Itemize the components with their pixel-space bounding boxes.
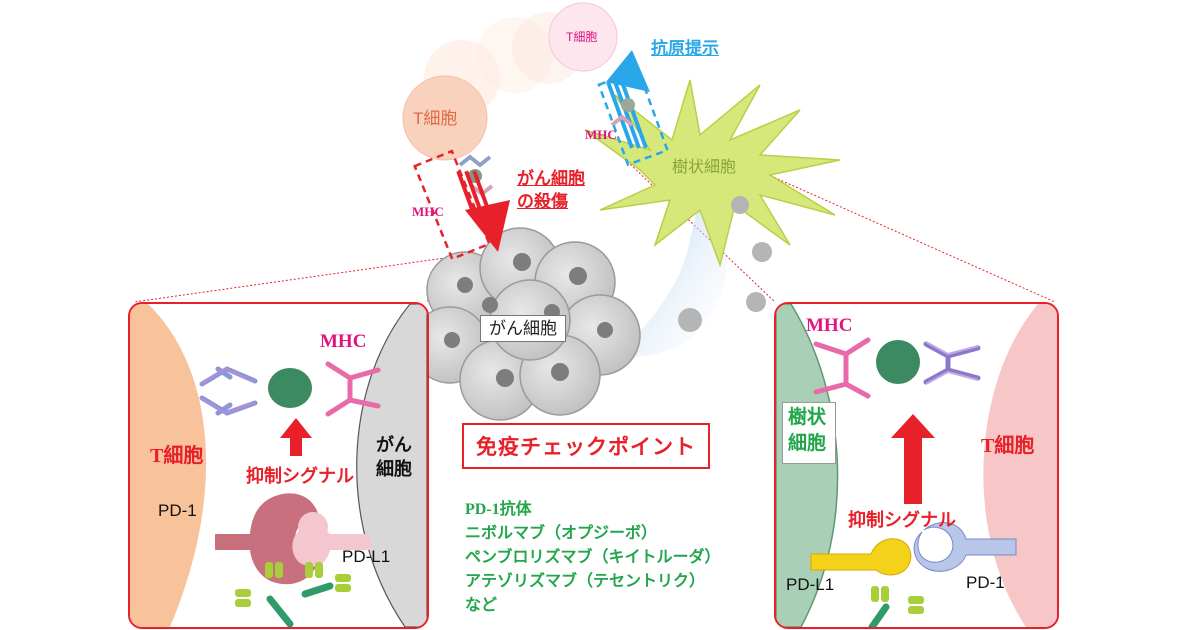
right-panel-graphics bbox=[776, 304, 1057, 627]
zoom-line-right-b bbox=[689, 139, 1056, 303]
drug-item: ペンブロリズマブ（キイトルーダ） bbox=[465, 549, 721, 566]
antigen-presentation-label: 抗原提示 bbox=[651, 39, 719, 58]
right-inhibit-signal-label: 抑制シグナル bbox=[848, 510, 956, 530]
t-cell-body-left bbox=[130, 304, 207, 627]
right-dendritic-label-line2: 細胞 bbox=[788, 433, 827, 454]
left-mhc-label: MHC bbox=[320, 331, 367, 352]
dendritic-cell-body-right bbox=[776, 304, 839, 627]
right-pd1-label: PD-1 bbox=[966, 573, 1005, 592]
right-mhc-label: MHC bbox=[806, 315, 853, 336]
t-cell-trail bbox=[402, 2, 618, 161]
kill-label-line2: の殺傷 bbox=[517, 192, 568, 211]
left-t-cell-label: T細胞 bbox=[150, 445, 204, 467]
cancer-cell-body-left bbox=[356, 304, 427, 627]
right-detail-panel: MHC 樹状 細胞 T細胞 抑制シグナル PD-L1 PD-1 bbox=[774, 302, 1059, 629]
kill-label-line1: がん細胞 bbox=[517, 169, 585, 188]
t-cell-right-label: T細胞 bbox=[566, 30, 598, 44]
mhc-tcr-right bbox=[606, 50, 650, 149]
left-inhibit-signal-label: 抑制シグナル bbox=[246, 466, 354, 486]
kill-arrow bbox=[456, 170, 510, 252]
t-cell-left-label: T細胞 bbox=[413, 109, 458, 128]
drug-item: ニボルマブ（オプジーボ） bbox=[465, 525, 658, 542]
immune-checkpoint-label: 免疫チェックポイント bbox=[462, 423, 710, 469]
right-pdl1-label: PD-L1 bbox=[786, 575, 835, 594]
left-cancer-label-line2: 細胞 bbox=[376, 459, 412, 479]
mhc-left-label: MHC bbox=[412, 204, 444, 219]
dendritic-cell-shape bbox=[584, 79, 841, 268]
cancer-cell-label: がん細胞 bbox=[480, 315, 566, 342]
antibody-list: PD-1抗体 ニボルマブ（オプジーボ） ペンブロリズマブ（キイトルーダ） アテゾ… bbox=[465, 498, 721, 618]
drug-item-etc: など bbox=[465, 597, 498, 614]
mhc-right-label: MHC bbox=[585, 127, 617, 142]
left-pdl1-label: PD-L1 bbox=[342, 547, 391, 566]
right-dendritic-label-line1: 樹状 bbox=[788, 407, 827, 428]
antigen-dashed-box bbox=[597, 68, 670, 167]
left-panel-graphics bbox=[130, 304, 427, 627]
pd1-antibody-right bbox=[868, 603, 890, 627]
left-detail-panel: MHC T細胞 がん 細胞 抑制シグナル PD-1 PD-L1 bbox=[128, 302, 429, 629]
right-dendritic-label-box bbox=[782, 402, 836, 464]
drug-item: アテゾリズマブ（テセントリク） bbox=[465, 573, 706, 590]
cancer-cell-cluster bbox=[411, 227, 641, 421]
left-cancer-label-line1: がん bbox=[376, 435, 412, 455]
t-cell-right bbox=[548, 2, 618, 72]
pd1-antibody-left bbox=[266, 582, 334, 627]
zoom-line-left-a bbox=[133, 254, 467, 303]
left-pd1-label: PD-1 bbox=[158, 501, 197, 520]
kill-dashed-box bbox=[413, 149, 491, 261]
antibody-title: PD-1抗体 bbox=[465, 501, 532, 518]
dendritic-cell-label: 樹状細胞 bbox=[672, 159, 737, 176]
antigen-fragments bbox=[678, 196, 772, 332]
zoom-line-right-a bbox=[609, 144, 776, 303]
t-cell-left bbox=[402, 75, 488, 161]
right-t-cell-label: T細胞 bbox=[981, 435, 1035, 457]
